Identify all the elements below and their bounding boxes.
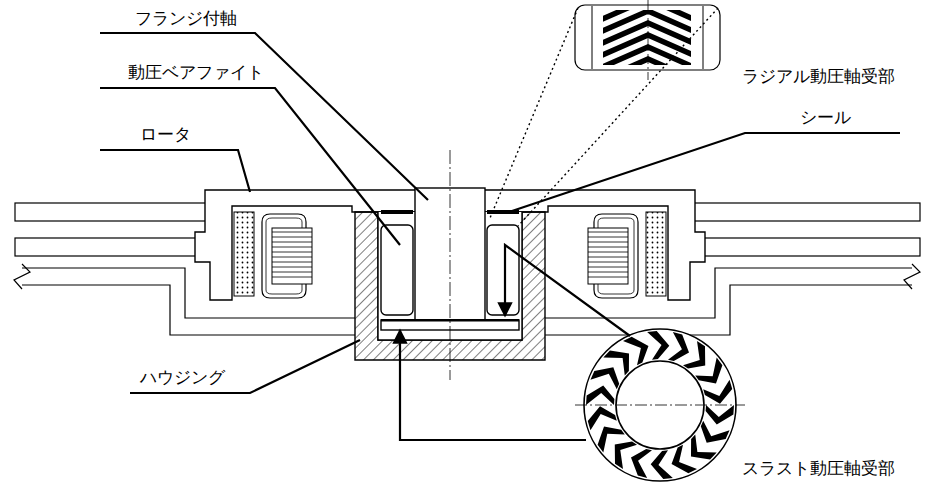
groove bbox=[651, 450, 673, 479]
break-mark bbox=[14, 264, 30, 289]
sleeve-edge bbox=[592, 6, 593, 69]
inset-guide bbox=[490, 8, 578, 218]
groove bbox=[623, 337, 648, 366]
disk-plate bbox=[690, 238, 920, 256]
lamination bbox=[588, 267, 628, 268]
sleeve-edge bbox=[703, 6, 704, 69]
seal bbox=[381, 210, 413, 214]
groove bbox=[683, 341, 705, 369]
magnet bbox=[646, 212, 666, 296]
center-line bbox=[648, 0, 649, 80]
lamination bbox=[272, 262, 312, 263]
lamination bbox=[272, 242, 312, 243]
center-line bbox=[450, 150, 451, 380]
part-label: ラジアル動圧軸受部 bbox=[742, 66, 895, 86]
lamination bbox=[588, 277, 628, 278]
stator bbox=[588, 214, 638, 298]
lamination bbox=[272, 272, 312, 273]
bearing-sleeve bbox=[487, 225, 519, 315]
disk-plate bbox=[690, 203, 920, 221]
magnet bbox=[234, 212, 254, 296]
part-label: ロータ bbox=[140, 124, 191, 144]
groove bbox=[701, 421, 730, 443]
break-mark bbox=[904, 264, 920, 289]
groove bbox=[598, 427, 625, 453]
disk-plate bbox=[15, 238, 210, 256]
leader-arrow bbox=[505, 245, 630, 336]
lamination bbox=[588, 237, 628, 238]
leader-line bbox=[100, 88, 400, 245]
groove bbox=[706, 405, 734, 424]
part-label: 動圧ベアファイト bbox=[128, 62, 264, 82]
groove bbox=[703, 380, 732, 404]
part-label: スラスト動圧軸受部 bbox=[742, 458, 895, 478]
center-line bbox=[575, 405, 745, 406]
groove bbox=[603, 350, 629, 375]
thrust-leader bbox=[400, 245, 630, 440]
lamination bbox=[272, 267, 312, 268]
groove bbox=[691, 435, 717, 460]
groove bbox=[647, 331, 669, 360]
lamination bbox=[588, 262, 628, 263]
stator bbox=[262, 214, 312, 298]
lamination bbox=[588, 252, 628, 253]
lamination bbox=[588, 247, 628, 248]
groove bbox=[695, 357, 722, 383]
bearing-sleeve bbox=[381, 225, 413, 315]
lamination bbox=[272, 237, 312, 238]
leader-line bbox=[100, 33, 428, 200]
lamination bbox=[272, 257, 312, 258]
core bbox=[588, 228, 628, 284]
lamination bbox=[272, 252, 312, 253]
core bbox=[272, 228, 312, 284]
lamination bbox=[588, 257, 628, 258]
leader-line bbox=[100, 150, 250, 192]
lamination bbox=[272, 232, 312, 233]
inset-guide bbox=[518, 8, 718, 226]
part-label: フランジ付軸 bbox=[135, 8, 237, 28]
part-label: ハウジング bbox=[140, 367, 225, 387]
leader-lines bbox=[100, 33, 900, 393]
groove bbox=[586, 386, 614, 405]
groove bbox=[615, 442, 637, 470]
lamination bbox=[588, 272, 628, 273]
lamination bbox=[588, 232, 628, 233]
groove bbox=[672, 445, 697, 474]
part-label: シール bbox=[800, 107, 851, 127]
leader-arrow bbox=[400, 330, 586, 440]
disk-plate bbox=[15, 203, 210, 221]
groove bbox=[590, 367, 619, 389]
groove bbox=[603, 56, 691, 65]
lamination bbox=[272, 277, 312, 278]
leader-line bbox=[130, 340, 360, 393]
lamination bbox=[272, 247, 312, 248]
groove bbox=[631, 449, 652, 478]
herringbone-grooves bbox=[603, 10, 691, 65]
leader-line bbox=[512, 133, 900, 211]
lamination bbox=[588, 242, 628, 243]
groove bbox=[588, 406, 617, 430]
groove bbox=[668, 332, 689, 361]
